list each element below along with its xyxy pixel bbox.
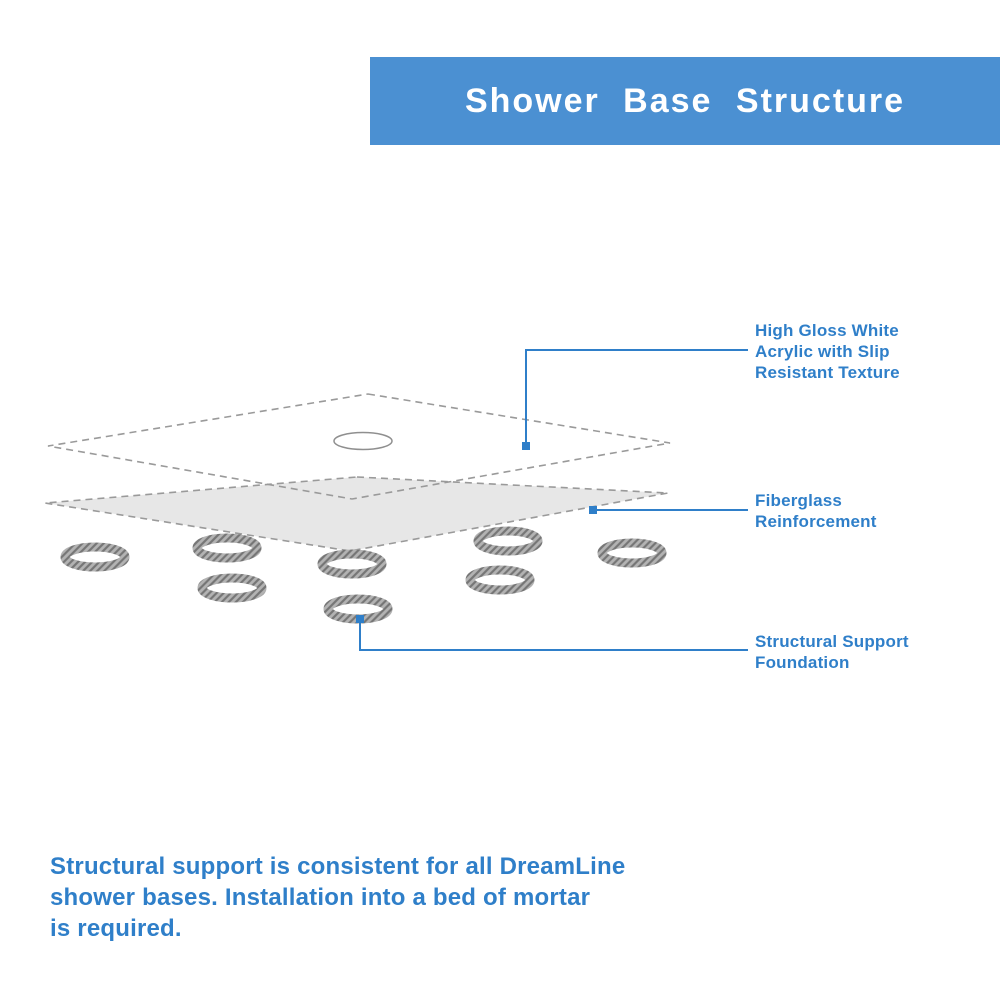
connector-foundation (359, 622, 748, 651)
connector-acrylic-dot (522, 442, 530, 450)
footer-line: Structural support is consistent for all… (50, 853, 626, 880)
callout-acrylic-label: High Gloss White Acrylic with Slip Resis… (755, 320, 900, 383)
callout-line: Acrylic with Slip (755, 342, 890, 361)
page-title: Shower Base Structure (464, 81, 906, 120)
support-foot (317, 549, 387, 579)
callout-line: Fiberglass (755, 491, 843, 510)
callout-line: Resistant Texture (755, 363, 900, 382)
acrylic-top-layer (47, 393, 671, 500)
drain-hole (333, 431, 393, 451)
support-foot (597, 538, 667, 568)
callout-foundation-label: Structural Support Foundation (755, 631, 909, 673)
callout-line: Structural Support (755, 632, 909, 651)
callout-line: High Gloss White (755, 321, 899, 340)
support-feet (60, 526, 667, 624)
connector-foundation-dot (356, 615, 364, 623)
callout-line: Reinforcement (755, 512, 877, 531)
callout-fiberglass-label: Fiberglass Reinforcement (755, 490, 877, 532)
connector-fiberglass-dot (589, 506, 597, 514)
footer-line: is required. (50, 915, 182, 942)
header-banner: Shower Base Structure (370, 57, 1000, 145)
callout-line: Foundation (755, 653, 850, 672)
footer-line: shower bases. Installation into a bed of… (50, 884, 591, 911)
fiberglass-layer (44, 476, 669, 552)
connector-acrylic (525, 349, 748, 444)
support-foot (60, 542, 130, 572)
support-foot (473, 526, 543, 556)
support-foot (197, 573, 267, 603)
support-foot (465, 565, 535, 595)
support-foot (192, 533, 262, 563)
footer-note: Structural support is consistent for all… (50, 851, 625, 944)
